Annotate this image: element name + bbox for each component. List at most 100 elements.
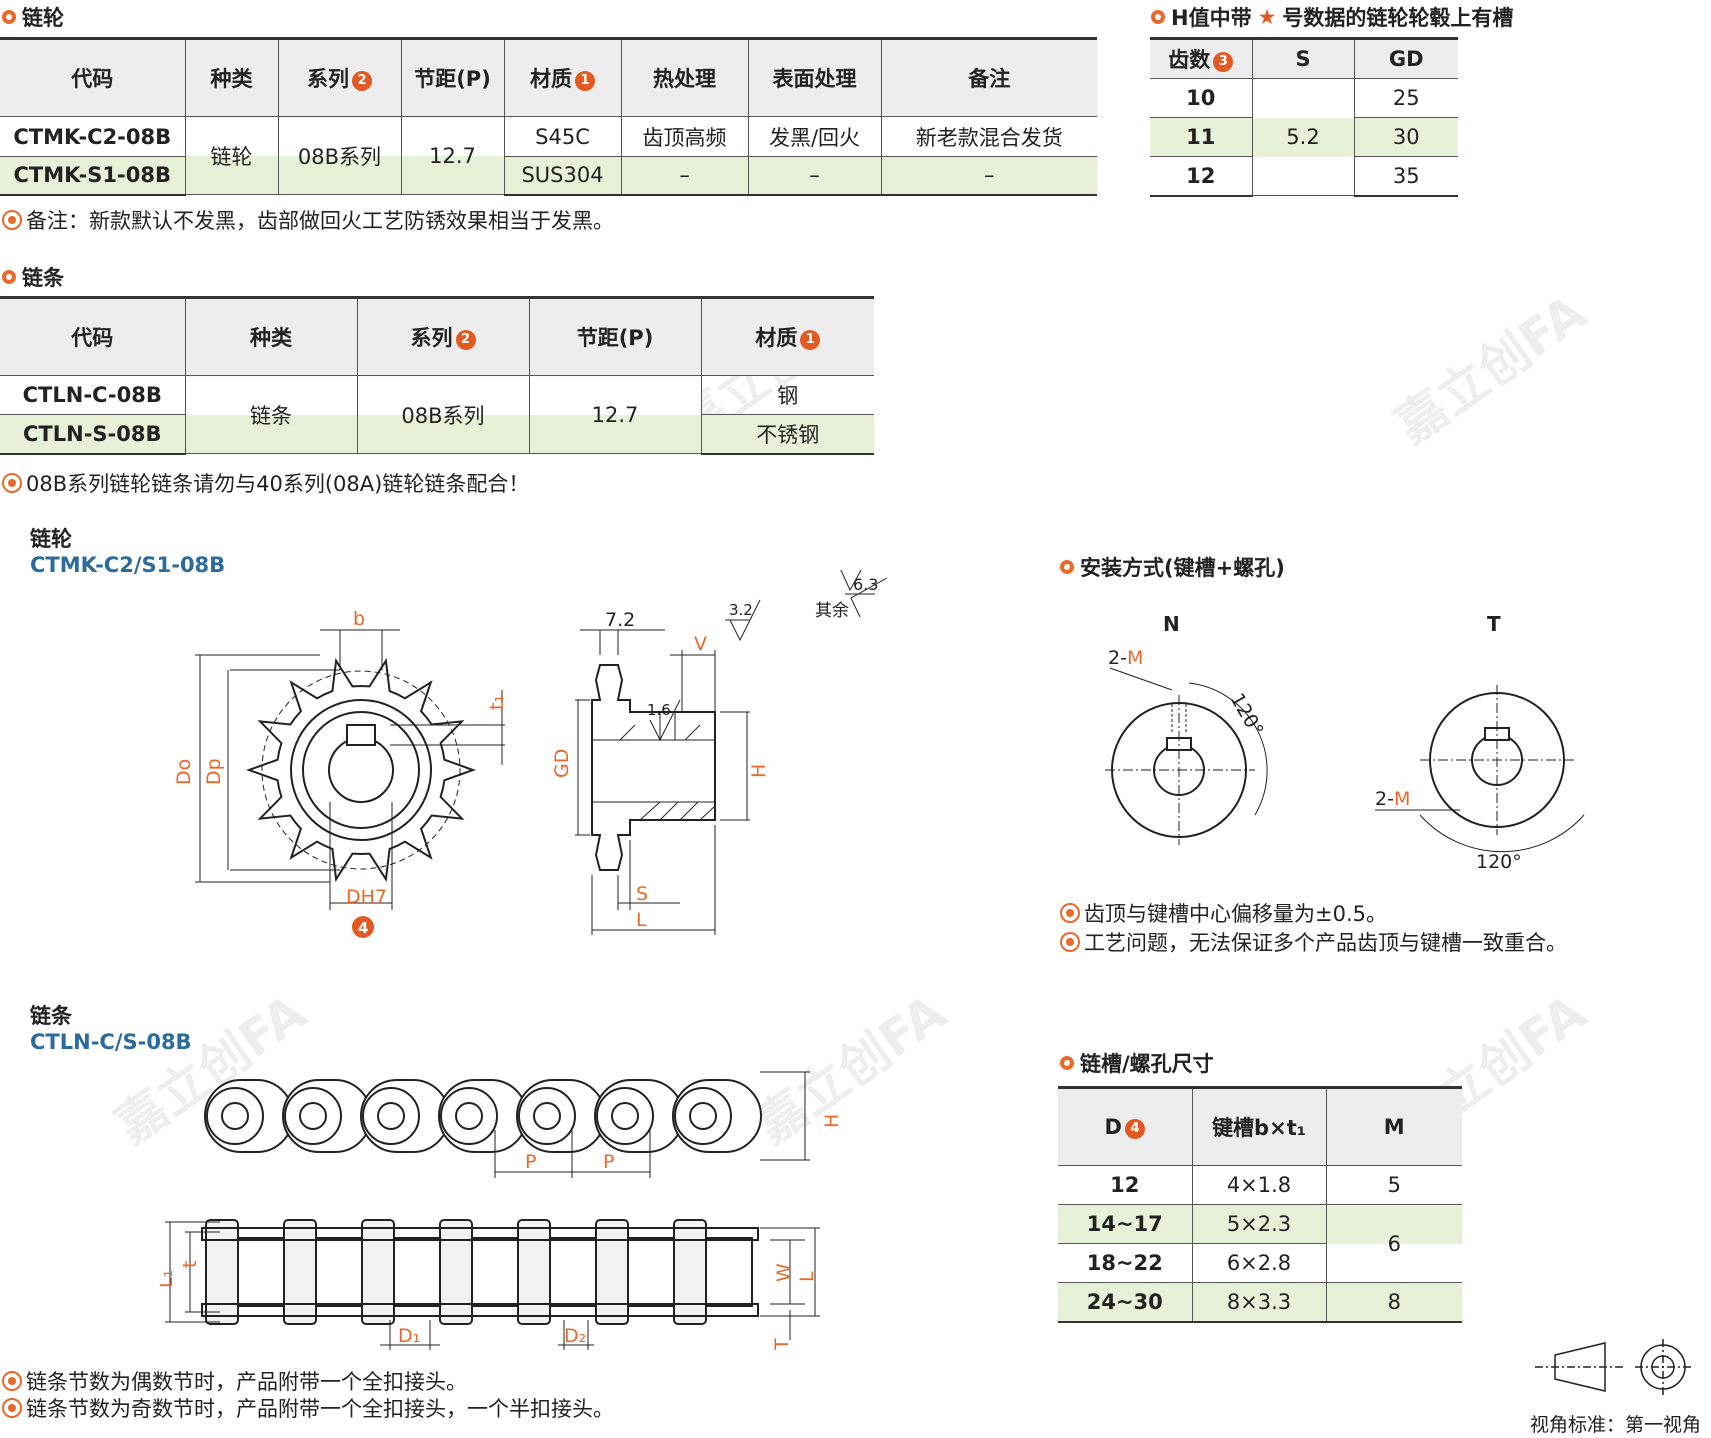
chain-side-roller (237, 1237, 285, 1307)
sprocket-section-title: 链轮 (2, 2, 64, 32)
chain-drawing-note-2: 链条节数为奇数节时，产品附带一个全扣接头，一个半扣接头。 (2, 1393, 614, 1423)
chain-side-plate-bottom (201, 1303, 759, 1317)
mount-t-m-label: 2-M (1375, 788, 1410, 810)
dim-badge-4: 4 (358, 919, 368, 937)
roughness-general-icon: 6.3 其余 (815, 575, 888, 621)
chain-side-roller (471, 1237, 519, 1307)
dim-dh7: DH7 (346, 886, 387, 908)
chain-drawing: H P P L₁ t W L T D₁ D₂ (160, 1071, 840, 1351)
chain-side-pin (283, 1219, 317, 1325)
badge-1: 1 (800, 329, 821, 350)
ring-bullet-icon (1060, 560, 1074, 574)
dim-p: P (525, 1151, 536, 1173)
table-row: 10 5.2 25 (1150, 78, 1458, 196)
col-header: 代码 (0, 296, 186, 376)
view-standard-label: 视角标准：第一视角 (1530, 1414, 1702, 1436)
hub-section-title: H值中带★号数据的链轮轮毂上有槽 (1151, 2, 1513, 32)
col-header: 键槽b×t₁ (1191, 1086, 1327, 1166)
dim-w: W (773, 1263, 795, 1282)
col-header: 表面处理 (747, 37, 882, 117)
mount-n-m-label: 2-M (1108, 647, 1143, 669)
chain-side-roller (315, 1237, 363, 1307)
badge-4: 4 (1124, 1118, 1145, 1139)
table-row: CTMK-S1-08B SUS304 – – – (0, 156, 1097, 196)
col-header: 节距(P) (400, 37, 505, 117)
dim-d2: D₂ (564, 1325, 586, 1347)
badge-1: 1 (575, 70, 595, 91)
chain-pin (455, 1102, 483, 1130)
drawing2-code: CTLN-C/S-08B (30, 1030, 192, 1054)
drawing1-code: CTMK-C2/S1-08B (30, 553, 226, 577)
dim-7-2: 7.2 (605, 609, 635, 631)
dim-l1: L₁ (160, 1270, 177, 1288)
col-header: S (1251, 37, 1355, 79)
col-header: GD (1353, 37, 1458, 79)
chain-side-roller (627, 1237, 675, 1307)
dot-bullet-icon (1060, 932, 1080, 952)
chain-pin (377, 1102, 405, 1130)
dot-bullet-icon (2, 1371, 22, 1391)
watermark: 嘉立创FA (1385, 283, 1597, 456)
keyway-section-title: 链槽/螺孔尺寸 (1060, 1048, 1214, 1078)
chain-drawing-note-1: 链条节数为偶数节时，产品附带一个全扣接头。 (2, 1366, 467, 1396)
dim-d1: D₁ (398, 1325, 420, 1347)
dim-p: P (603, 1151, 614, 1173)
chain-section-title: 链条 (2, 262, 64, 292)
mount-t-label: T (1487, 612, 1501, 636)
col-header: 种类 (184, 37, 279, 117)
mount-n-angle: 120° (1226, 690, 1268, 741)
chain-side-pin (361, 1219, 395, 1325)
roughness-1-6: 1.6 (647, 701, 671, 719)
chain-side-roller (393, 1237, 441, 1307)
dim-l: L (796, 1271, 818, 1282)
col-header: 代码 (0, 37, 186, 117)
col-header: 节距(P) (528, 296, 702, 376)
col-header: 热处理 (620, 37, 749, 117)
table-row: 18~22 6×2.8 (1058, 1243, 1462, 1283)
roughness-3-2: 3.2 (729, 601, 753, 619)
dim-h: H (821, 1114, 840, 1128)
dim-t: t (179, 1261, 201, 1268)
ring-bullet-icon (2, 10, 16, 24)
table-row: 12 4×1.8 5 (1058, 1165, 1462, 1205)
mount-t-angle: 120° (1476, 851, 1522, 873)
ring-bullet-icon (2, 270, 16, 284)
drawing1-label: 链轮 (30, 527, 72, 551)
dim-v: V (694, 633, 707, 655)
drawing2-label: 链条 (30, 1004, 72, 1028)
svg-text:6.3: 6.3 (853, 575, 878, 594)
mount-drawing: N T 2-M 120° 2-M 120° (1105, 612, 1585, 873)
dim-l: L (636, 909, 647, 931)
chain-pin (689, 1102, 717, 1130)
dim-s: S (636, 883, 648, 905)
ring-bullet-icon (1151, 10, 1165, 24)
sprocket-drawing: Do Dp b t₁ DH7 4 7.2 (173, 570, 862, 938)
chain-side-plate-top (201, 1227, 759, 1241)
table-row: 14~17 5×2.3 6 (1058, 1204, 1462, 1283)
chain-pin (221, 1102, 249, 1130)
table-row: CTMK-C2-08B 链轮 08B系列 12.7 S45C 齿顶高频 发黑/回… (0, 116, 1097, 195)
dot-bullet-icon (2, 210, 22, 230)
chain-side-roller (549, 1237, 597, 1307)
table-row: 24~30 8×3.3 8 (1058, 1282, 1462, 1323)
ring-bullet-icon (1060, 1056, 1074, 1070)
badge-3: 3 (1213, 51, 1234, 72)
chain-side-pin (595, 1219, 629, 1325)
chain-note: 08B系列链轮链条请勿与40系列(08A)链轮链条配合！ (2, 468, 529, 498)
mount-section-title: 安装方式(键槽+螺孔) (1060, 552, 1285, 582)
svg-text:其余: 其余 (815, 601, 849, 621)
first-angle-projection-icon (1535, 1339, 1691, 1395)
col-header: M (1325, 1086, 1462, 1166)
sprocket-note: 备注：新款默认不发黑，齿部做回火工艺防锈效果相当于发黑。 (2, 205, 614, 235)
table-row: 12 35 (1150, 156, 1458, 197)
chain-side-pin (673, 1219, 707, 1325)
chain-side-pin (439, 1219, 473, 1325)
dim-b: b (353, 608, 365, 630)
